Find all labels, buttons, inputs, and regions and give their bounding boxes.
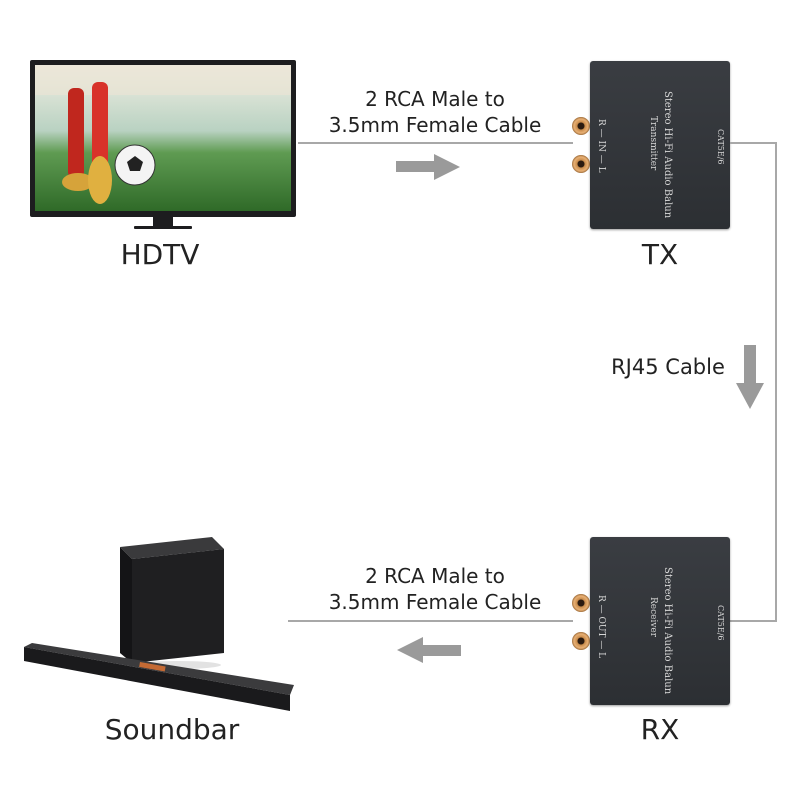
hdtv-image	[30, 60, 296, 229]
rx-rca-port-left	[572, 632, 590, 650]
tx-cat-label: CAT5E/6	[716, 129, 725, 165]
rj45-cable-line	[775, 142, 777, 622]
top-cable-label: 2 RCA Male to 3.5mm Female Cable	[300, 86, 570, 138]
left-arrow-icon	[397, 637, 461, 663]
rj45-cable-bottom-stub	[730, 620, 777, 622]
tx-box: R — IN — L Stereo Hi-Fi Audio Balun Tran…	[590, 61, 730, 229]
hdtv-device	[30, 60, 296, 235]
soundbar-label: Soundbar	[104, 713, 240, 746]
soundbar-device	[22, 535, 297, 715]
rj45-cable-label: RJ45 Cable	[611, 355, 725, 379]
rx-box-title: Stereo Hi-Fi Audio Balun	[662, 567, 673, 695]
top-cable-label-line2: 3.5mm Female Cable	[328, 113, 542, 137]
top-cable-label-line1: 2 RCA Male to	[365, 87, 505, 111]
bottom-cable-line	[288, 620, 573, 622]
tx-label: TX	[641, 238, 679, 271]
rx-rca-port-right	[572, 594, 590, 612]
hdtv-label: HDTV	[120, 238, 200, 271]
tx-port-label: R — IN — L	[596, 119, 606, 173]
tx-box-subtitle: Transmitter	[648, 116, 658, 171]
tx-box-title: Stereo Hi-Fi Audio Balun	[662, 91, 673, 219]
rx-cat-label: CAT5E/6	[716, 605, 725, 641]
rx-box: R — OUT — L Stereo Hi-Fi Audio Balun Rec…	[590, 537, 730, 705]
bottom-cable-label-line2: 3.5mm Female Cable	[328, 590, 542, 614]
down-arrow-icon	[736, 345, 764, 409]
top-cable-line	[298, 142, 573, 144]
bottom-cable-label-line1: 2 RCA Male to	[365, 564, 505, 588]
soundbar-image	[24, 537, 294, 711]
rj45-cable-top-stub	[730, 142, 777, 144]
tx-rca-port-left	[572, 155, 590, 173]
right-arrow-icon	[396, 154, 460, 180]
bottom-cable-label: 2 RCA Male to 3.5mm Female Cable	[300, 563, 570, 615]
rx-box-subtitle: Receiver	[648, 597, 658, 638]
rx-label: RX	[640, 713, 680, 746]
tx-rca-port-right	[572, 117, 590, 135]
rx-port-label: R — OUT — L	[596, 595, 606, 659]
